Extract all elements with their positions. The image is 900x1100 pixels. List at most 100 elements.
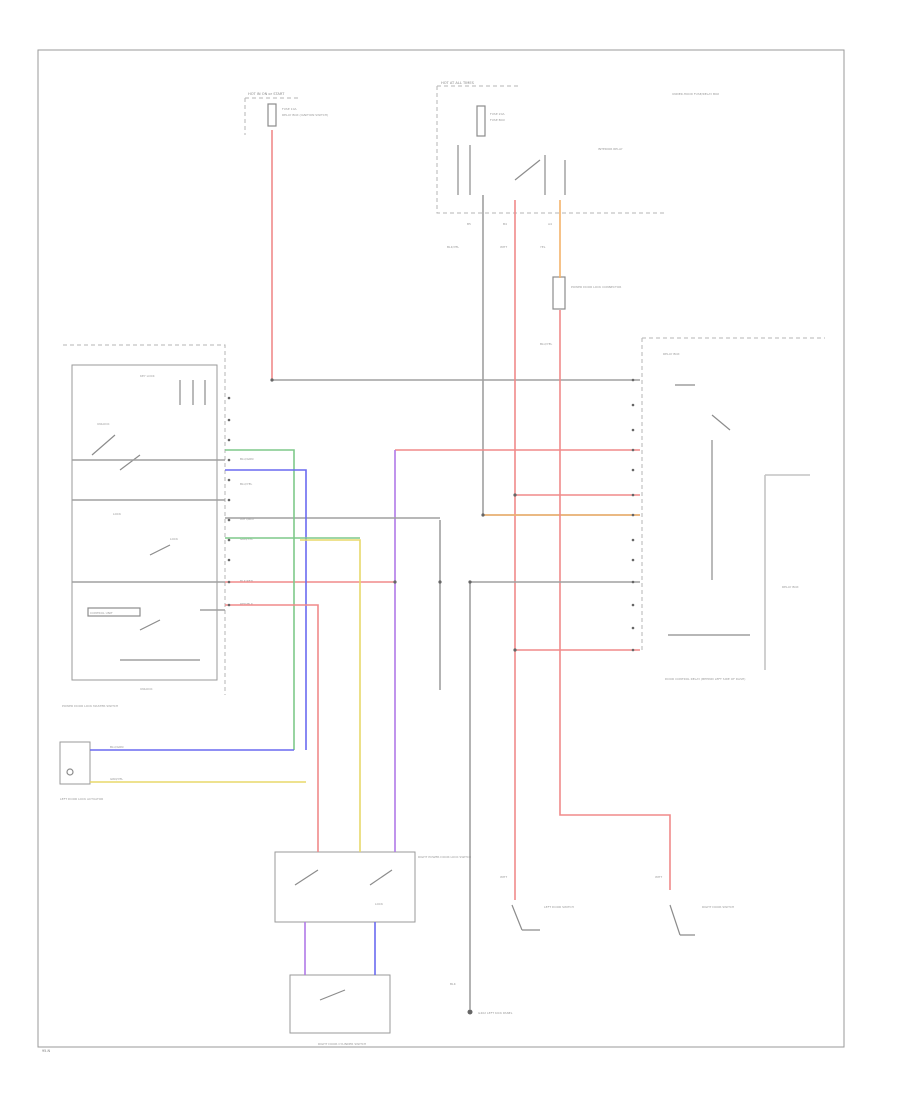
splice-5 xyxy=(513,648,517,652)
yel-label: YEL xyxy=(540,245,546,249)
right-switch-lock-label: LOCK xyxy=(375,902,384,906)
door-relay-caption: DOOR CONTROL RELAY (BEHIND LEFT SIDE OF … xyxy=(665,677,745,681)
fuse-left-group: HOT IN ON or START FUSE 10A RELAY BOX (I… xyxy=(244,92,328,135)
master-switch-group: KEY LOCK UNLOCK LOCK LOCK CONTROL UNIT U… xyxy=(62,344,254,708)
master-terminal-9 xyxy=(227,558,231,562)
master-switch-caption: POWER DOOR LOCK MASTER SWITCH xyxy=(62,704,118,708)
blk-yel-label: BLK/YEL xyxy=(447,245,459,249)
fuse-right-label: FUSE 20A xyxy=(490,112,505,116)
left-actuator-group: LEFT DOOR LOCK ACTUATOR BLU/GRN GRN/YEL xyxy=(59,741,123,801)
fuse-right-sub-label: FUSE BOX xyxy=(490,118,505,122)
right-switch-contacts xyxy=(294,869,393,886)
door-relay-contacts xyxy=(675,384,731,580)
wire-red-relay-long xyxy=(559,310,671,890)
master-terminal-8 xyxy=(227,538,231,542)
relay-terminal-6 xyxy=(631,493,635,497)
relay-coil-label: RELAY BOX xyxy=(782,585,799,589)
right-switch-caption: RIGHT POWER DOOR LOCK SWITCH xyxy=(418,855,471,859)
wire-gray-master-internal xyxy=(72,459,225,661)
power-connector-label: POWER DOOR LOCK CONNECTOR xyxy=(571,285,621,289)
splice-6 xyxy=(481,513,485,517)
door-relay-group: RELAY BOX RELAY BOX DOOR CONTROL RELAY (… xyxy=(641,337,825,681)
wire-red-redblk xyxy=(225,604,319,852)
master-terminal-5 xyxy=(227,478,231,482)
ground-wire-label: BLK xyxy=(450,982,457,986)
splice-2 xyxy=(438,580,442,584)
interior-relay-label: INTERIOR RELAY xyxy=(598,147,623,151)
splice-1 xyxy=(393,580,397,584)
right-door-switch-icon xyxy=(669,904,695,936)
relay-box-label: RELAY BOX xyxy=(663,352,680,356)
terminals-layer xyxy=(227,378,635,652)
master-terminal-11 xyxy=(227,603,231,607)
master-unlock-label: UNLOCK xyxy=(140,687,153,691)
master-terminal-4 xyxy=(227,458,231,462)
blu-grn-actuator-label: BLU/GRN xyxy=(110,745,123,749)
wire-yellow-grnyel xyxy=(300,539,361,852)
key-lock-label: KEY LOCK xyxy=(140,374,156,378)
master-lock-label: LOCK xyxy=(170,537,179,541)
ground-group: G402 LEFT KICK PANEL BLK xyxy=(450,982,513,1015)
door-switches-group: LEFT DOOR SWITCH RIGHT DOOR SWITCH WHT W… xyxy=(500,875,734,936)
master-terminal-10 xyxy=(227,580,231,584)
page-ref: 95-N xyxy=(42,1049,51,1053)
master-terminal-2 xyxy=(227,418,231,422)
master-terminal-1 xyxy=(227,396,231,400)
splice-4 xyxy=(513,493,517,497)
diagram-frame xyxy=(37,49,845,1048)
left-actuator-label: LEFT DOOR LOCK ACTUATOR xyxy=(60,797,103,801)
wire-gray-b5 xyxy=(482,195,640,516)
grn-yel-actuator-label: GRN/YEL xyxy=(110,777,123,781)
relay-terminal-8 xyxy=(631,538,635,542)
fuse-left-sub-label: RELAY BOX (IGNITION SWITCH) xyxy=(282,113,328,117)
blk-red-label: BLK/RED xyxy=(240,579,254,583)
master-terminal-6 xyxy=(227,498,231,502)
wire-green-blugrn xyxy=(225,449,295,750)
relay-terminal-1 xyxy=(631,378,635,382)
relay-terminal-2 xyxy=(631,403,635,407)
hot-top-label: HOT IN ON or START xyxy=(248,92,285,96)
wires-layer xyxy=(72,130,671,1010)
hot-all-times-label: HOT AT ALL TIMES xyxy=(441,81,475,85)
red-blk-label: RED/BLK xyxy=(240,602,254,606)
fuse-left-icon xyxy=(267,103,277,127)
master-switch-contacts xyxy=(91,434,141,471)
power-connector-group: POWER DOOR LOCK CONNECTOR BLU/YEL xyxy=(540,276,621,346)
left-door-wire-label: WHT xyxy=(500,875,507,879)
fuse-right-icon xyxy=(476,105,486,137)
control-unit-label: CONTROL UNIT xyxy=(90,611,113,615)
relay-terminal-4 xyxy=(631,448,635,452)
lock-label: LOCK xyxy=(113,512,122,516)
grn-yel-label: GRN/YEL xyxy=(240,537,253,541)
splice-7 xyxy=(270,378,274,382)
right-switch-group: RIGHT POWER DOOR LOCK SWITCH LOCK xyxy=(274,851,471,923)
underhood-label: UNDER-HOOD FUSE/RELAY BOX xyxy=(672,92,719,96)
unlock-label: UNLOCK xyxy=(97,422,110,426)
relay-terminal-7 xyxy=(631,513,635,517)
master-terminal-3 xyxy=(227,438,231,442)
splice-3 xyxy=(468,580,472,584)
blu-yel-label: BLU/YEL xyxy=(540,342,553,346)
power-connector-icon xyxy=(552,276,566,310)
relay-terminal-10 xyxy=(631,580,635,584)
pin-b5-label: B5 xyxy=(467,222,471,226)
underhood-box-group: HOT AT ALL TIMES UNDER-HOOD FUSE/RELAY B… xyxy=(436,81,719,249)
right-cylinder-group: RIGHT DOOR CYLINDER SWITCH xyxy=(289,974,391,1046)
left-door-switch-icon xyxy=(511,904,540,931)
blu-yel-master-label: BLU/YEL xyxy=(240,482,253,486)
left-door-switch-label: LEFT DOOR SWITCH xyxy=(544,905,574,909)
right-cyl-caption: RIGHT DOOR CYLINDER SWITCH xyxy=(318,1042,366,1046)
pin-b4-label: B4 xyxy=(503,222,507,226)
ground-icon xyxy=(467,1009,473,1015)
wht-label: WHT xyxy=(500,245,507,249)
pin-a4-label: A4 xyxy=(548,222,552,226)
master-terminal-7 xyxy=(227,518,231,522)
fuse-left-label: FUSE 10A xyxy=(282,107,297,111)
relay-terminal-3 xyxy=(631,428,635,432)
right-door-wire-label: WHT xyxy=(655,875,662,879)
blu-grn-label: BLU/GRN xyxy=(240,457,253,461)
relay-terminal-13 xyxy=(631,648,635,652)
wire-blue-bluyel xyxy=(225,469,307,750)
interior-relay-icon xyxy=(514,155,566,195)
